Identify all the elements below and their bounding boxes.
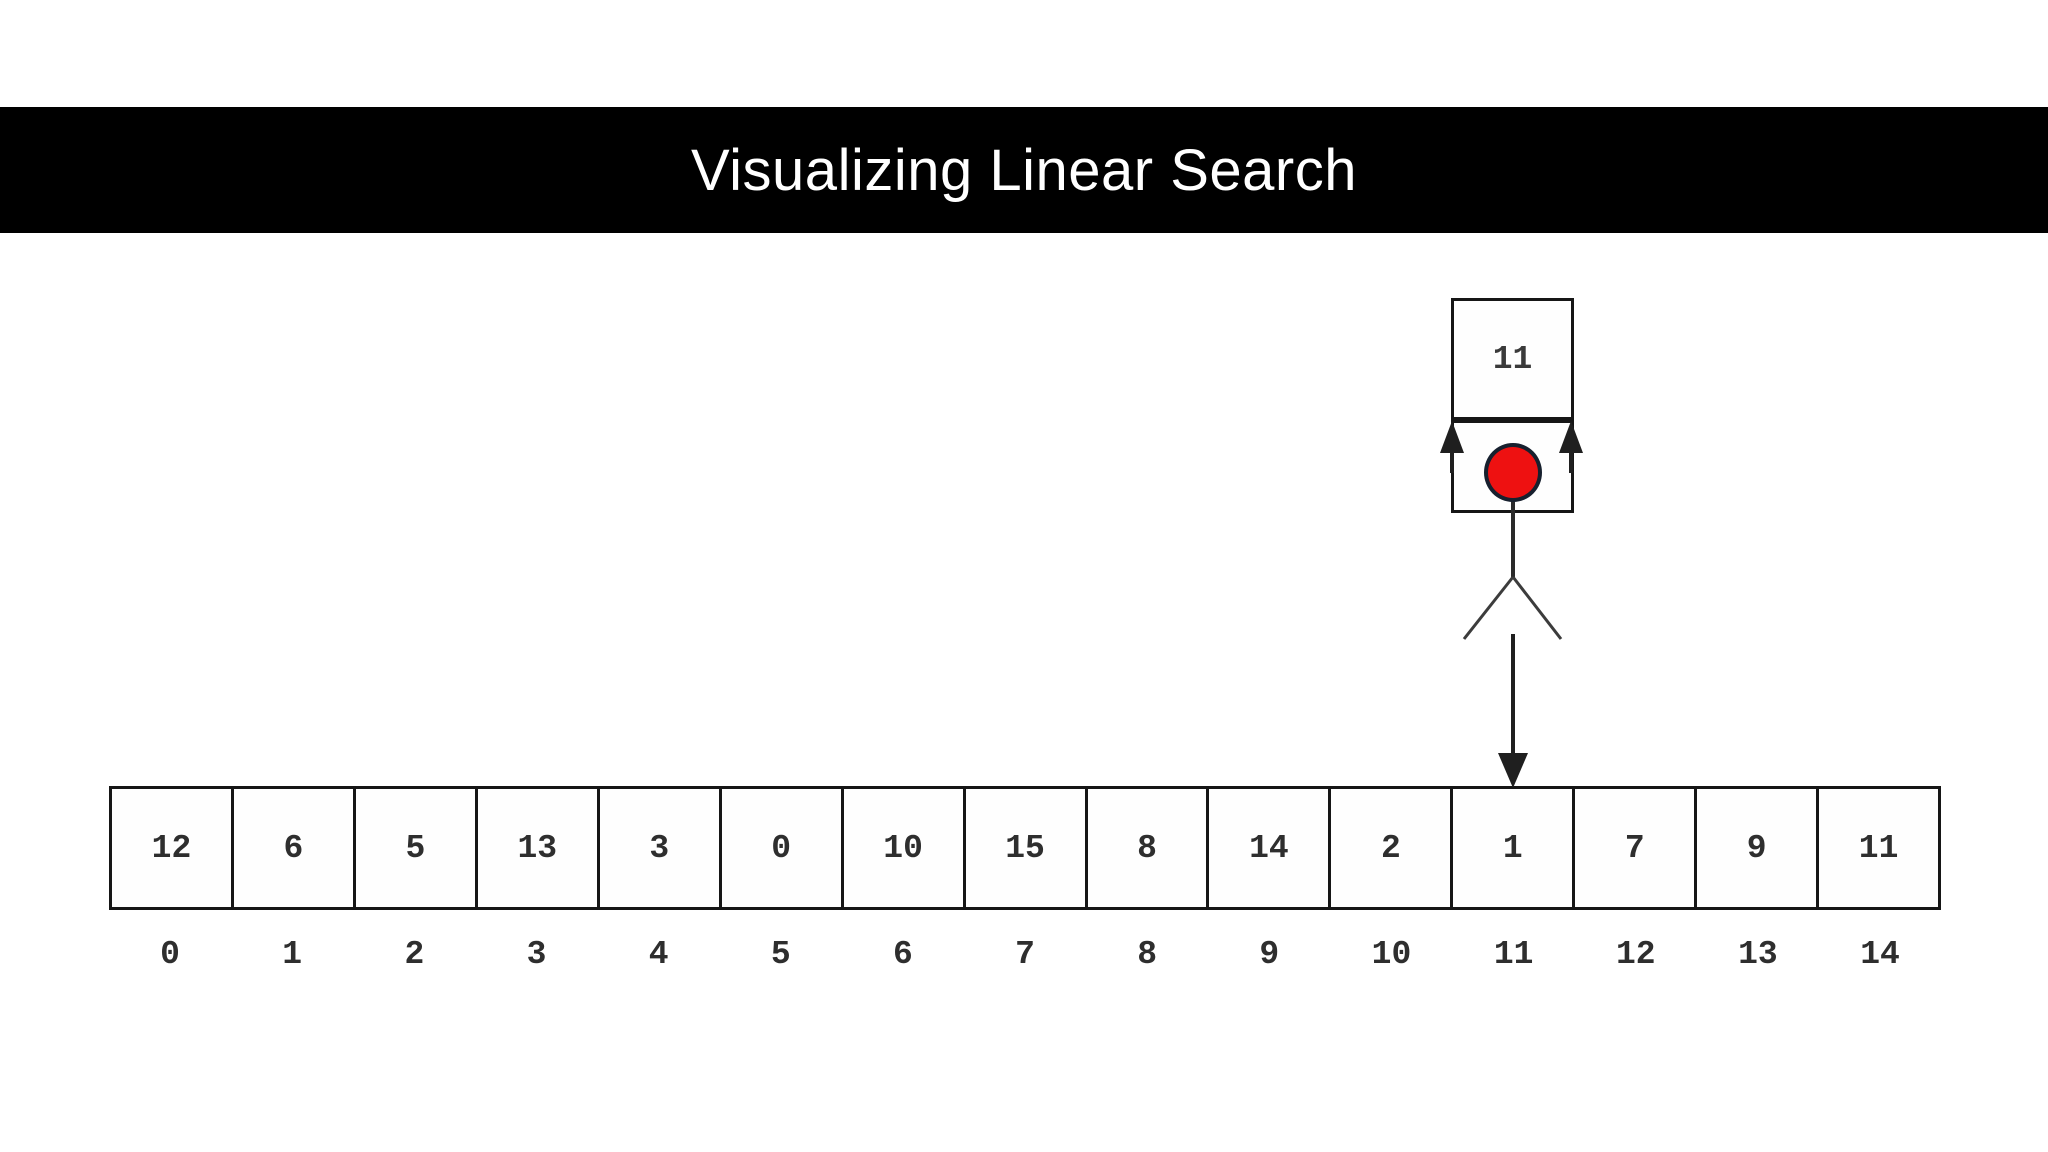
array-cell: 12 [109, 786, 234, 910]
array-cell: 8 [1084, 786, 1210, 910]
page-title: Visualizing Linear Search [691, 137, 1357, 203]
array-cell: 3 [596, 786, 722, 910]
array-cell: 10 [840, 786, 966, 910]
array-cell: 11 [1816, 786, 1942, 910]
target-value-box: 11 [1451, 298, 1574, 420]
array-cell: 9 [1694, 786, 1820, 910]
array-cell: 14 [1206, 786, 1332, 910]
figure-head [1484, 443, 1542, 502]
array-index-label: 1 [282, 936, 303, 973]
array-cell: 5 [352, 786, 478, 910]
array-index-label: 9 [1259, 936, 1280, 973]
array-cell: 6 [230, 786, 356, 910]
array-index-label: 11 [1493, 936, 1534, 973]
array-index-label: 4 [648, 936, 669, 973]
title-banner: Visualizing Linear Search [0, 107, 2048, 233]
array-index-label: 0 [160, 936, 180, 973]
array-index-label: 7 [1015, 936, 1035, 973]
array-index-label: 2 [404, 936, 425, 973]
array-index-label: 8 [1137, 936, 1158, 973]
array-index-label: 13 [1738, 936, 1778, 973]
array-index-label: 10 [1371, 936, 1412, 973]
array-index-label: 12 [1615, 936, 1656, 973]
array-cell: 13 [474, 786, 600, 910]
array-cell: 0 [718, 786, 844, 910]
array-cell: 2 [1328, 786, 1454, 910]
array-index-label: 5 [770, 936, 791, 973]
array-cell: 1 [1450, 786, 1576, 910]
figure-legs [1462, 576, 1563, 640]
array-index-label: 6 [893, 936, 913, 973]
array-cell: 15 [962, 786, 1088, 910]
target-value-label: 11 [1492, 340, 1533, 378]
array-cell: 7 [1572, 786, 1698, 910]
array-index-label: 14 [1860, 936, 1900, 973]
down-arrow-icon [1498, 634, 1528, 788]
array-index-label: 3 [526, 936, 547, 973]
